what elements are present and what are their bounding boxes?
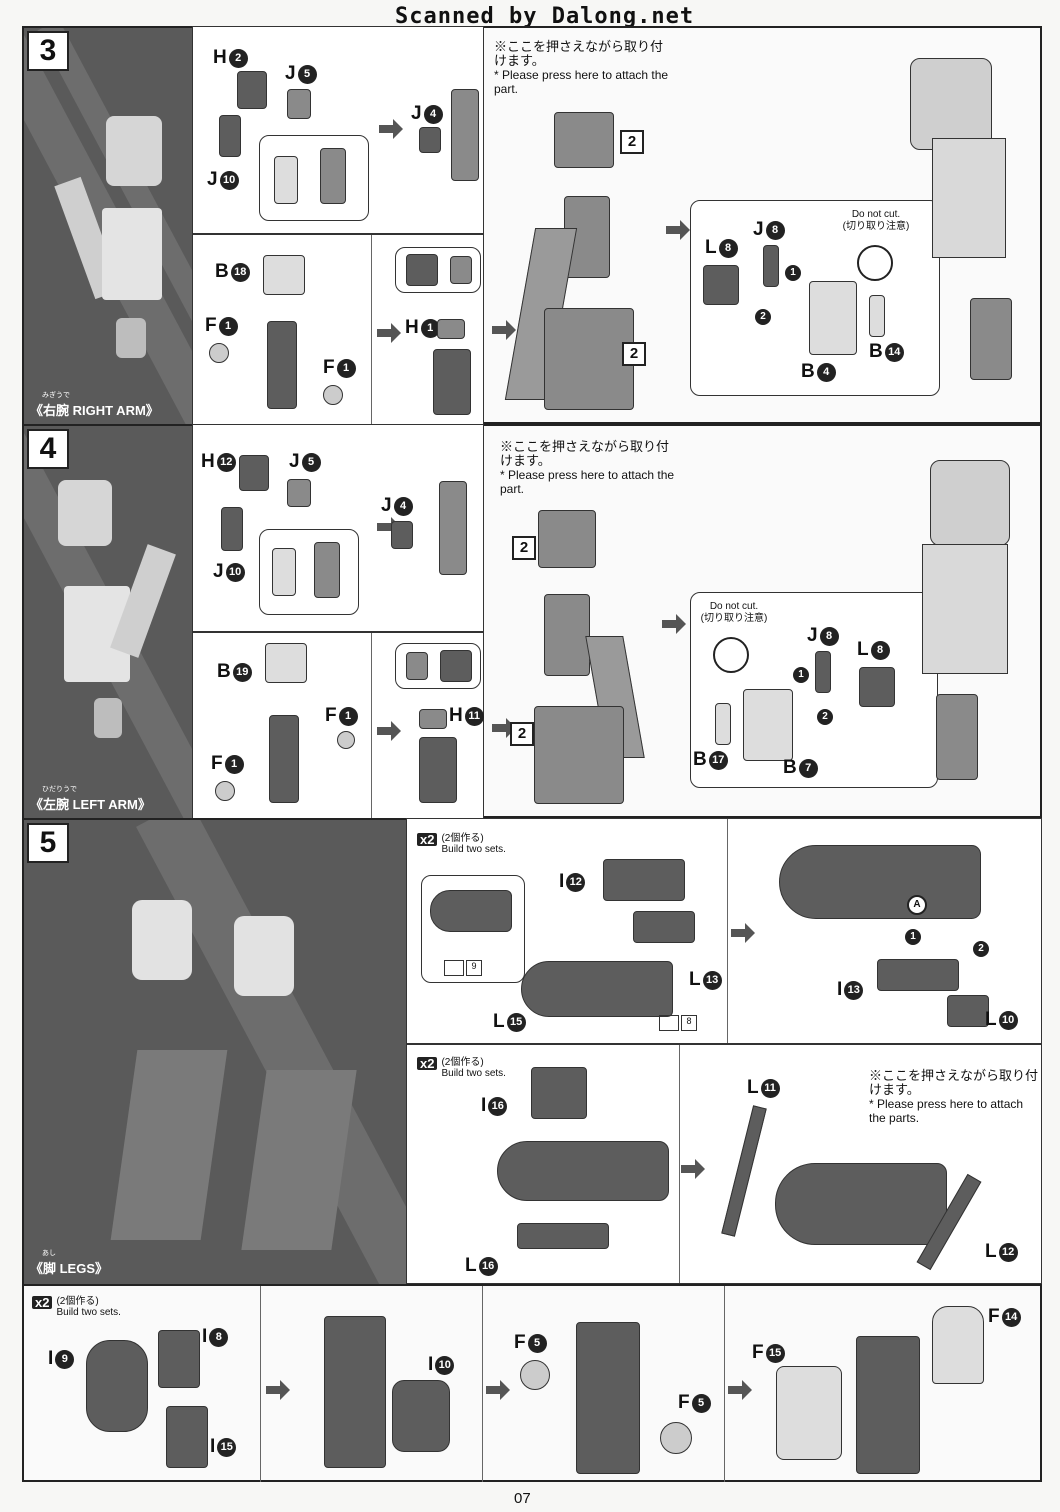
page-number: 07	[514, 1490, 531, 1507]
step-number: 4	[27, 429, 69, 469]
step-3-photo	[24, 28, 192, 424]
press-note: ※ここを押さえながら取り付けます。 * Please press here to…	[494, 39, 669, 97]
step-5-panel: 5 あし 《脚 LEGS》 x2 (2個作る)Build two sets. 9…	[22, 818, 1042, 1284]
ref-box: 2	[622, 342, 646, 366]
ref-box: 2	[620, 130, 644, 154]
step-caption: ひだりうで 《左腕 LEFT ARM》	[30, 786, 151, 812]
step-caption: みぎうで 《右腕 RIGHT ARM》	[30, 392, 159, 418]
step-4-photo	[24, 426, 192, 818]
step-number: 3	[27, 31, 69, 71]
step-5-photo	[24, 820, 406, 1284]
ref-box: 2	[510, 722, 534, 746]
step-number: 5	[27, 823, 69, 863]
scan-credit: Scanned by Dalong.net	[395, 4, 695, 29]
ref-box: 2	[512, 536, 536, 560]
step-caption: あし 《脚 LEGS》	[30, 1250, 109, 1276]
press-note: ※ここを押さえながら取り付けます。 * Please press here to…	[869, 1068, 1039, 1126]
press-note: ※ここを押さえながら取り付けます。 * Please press here to…	[500, 439, 675, 497]
